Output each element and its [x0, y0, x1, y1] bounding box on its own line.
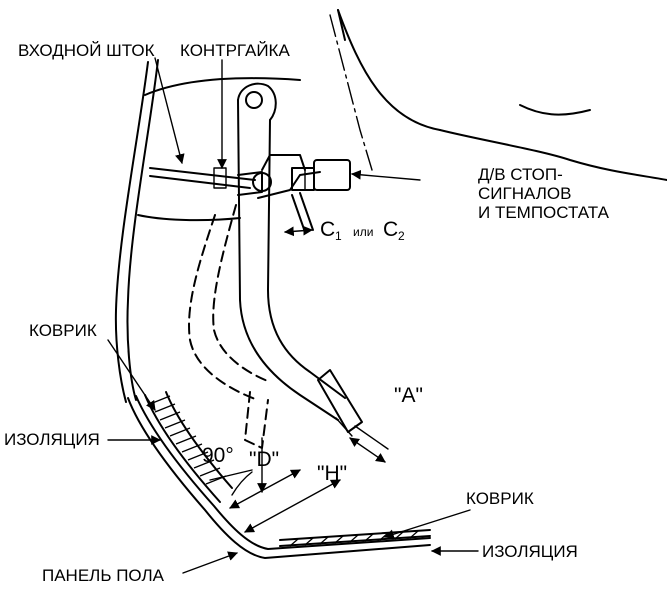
label-switch-line1: Д/В СТОП- — [478, 165, 563, 184]
pedal-pad — [317, 369, 363, 433]
clearance-arrow — [284, 225, 313, 237]
label-input-rod: ВХОДНОЙ ШТОК — [18, 41, 155, 60]
label-dim-d: "D" — [249, 448, 279, 471]
pedal-arm — [237, 82, 363, 437]
label-insulation-right: ИЗОЛЯЦИЯ — [482, 542, 578, 561]
label-carpet-right: КОВРИК — [466, 489, 534, 508]
leader-carpet-right — [384, 509, 471, 539]
pivot-hole — [245, 91, 263, 109]
label-dim-a: "A" — [394, 384, 423, 407]
label-clearance: C 1 или C 2 — [320, 218, 405, 243]
label-or: или — [353, 225, 373, 239]
dim-h-line — [244, 479, 341, 533]
pedal-alt-position — [188, 204, 271, 449]
label-floor-panel: ПАНЕЛЬ ПОЛА — [42, 566, 165, 585]
leader-lines — [107, 57, 479, 574]
angle-arc — [231, 471, 253, 496]
label-dim-h: "H" — [317, 462, 347, 485]
insulation-hatching-left — [149, 395, 227, 485]
wall-lines — [114, 59, 159, 403]
leader-floor-panel — [182, 551, 238, 574]
label-switch-line3: И ТЕМПОСТАТА — [478, 203, 610, 222]
dim-a-leader — [354, 425, 389, 450]
leader-switch — [351, 169, 421, 181]
switch-nut — [291, 167, 315, 191]
label-switch-line2: СИГНАЛОВ — [478, 184, 571, 203]
switch-body — [313, 159, 351, 191]
label-c1-sub: 1 — [335, 229, 342, 243]
label-c1: C — [320, 218, 335, 241]
leader-carpet-left — [107, 339, 156, 411]
label-c2: C — [383, 218, 398, 241]
label-carpet-left: КОВРИК — [29, 321, 97, 340]
label-angle: 90° — [202, 444, 234, 467]
label-c2-sub: 2 — [398, 229, 405, 243]
input-rod — [149, 167, 272, 196]
label-locknut: КОНТРГАЙКА — [180, 41, 290, 60]
dashboard-outline — [137, 9, 667, 222]
dimension-lines — [209, 225, 389, 533]
stop-switch-assembly — [257, 154, 351, 233]
leader-input-rod — [154, 57, 185, 164]
floor-assembly — [127, 391, 431, 559]
label-insulation-left: ИЗОЛЯЦИЯ — [4, 430, 100, 449]
dim-d-span — [229, 469, 301, 509]
insulation-hatching-right — [289, 530, 419, 547]
dim-a-line — [349, 437, 386, 463]
